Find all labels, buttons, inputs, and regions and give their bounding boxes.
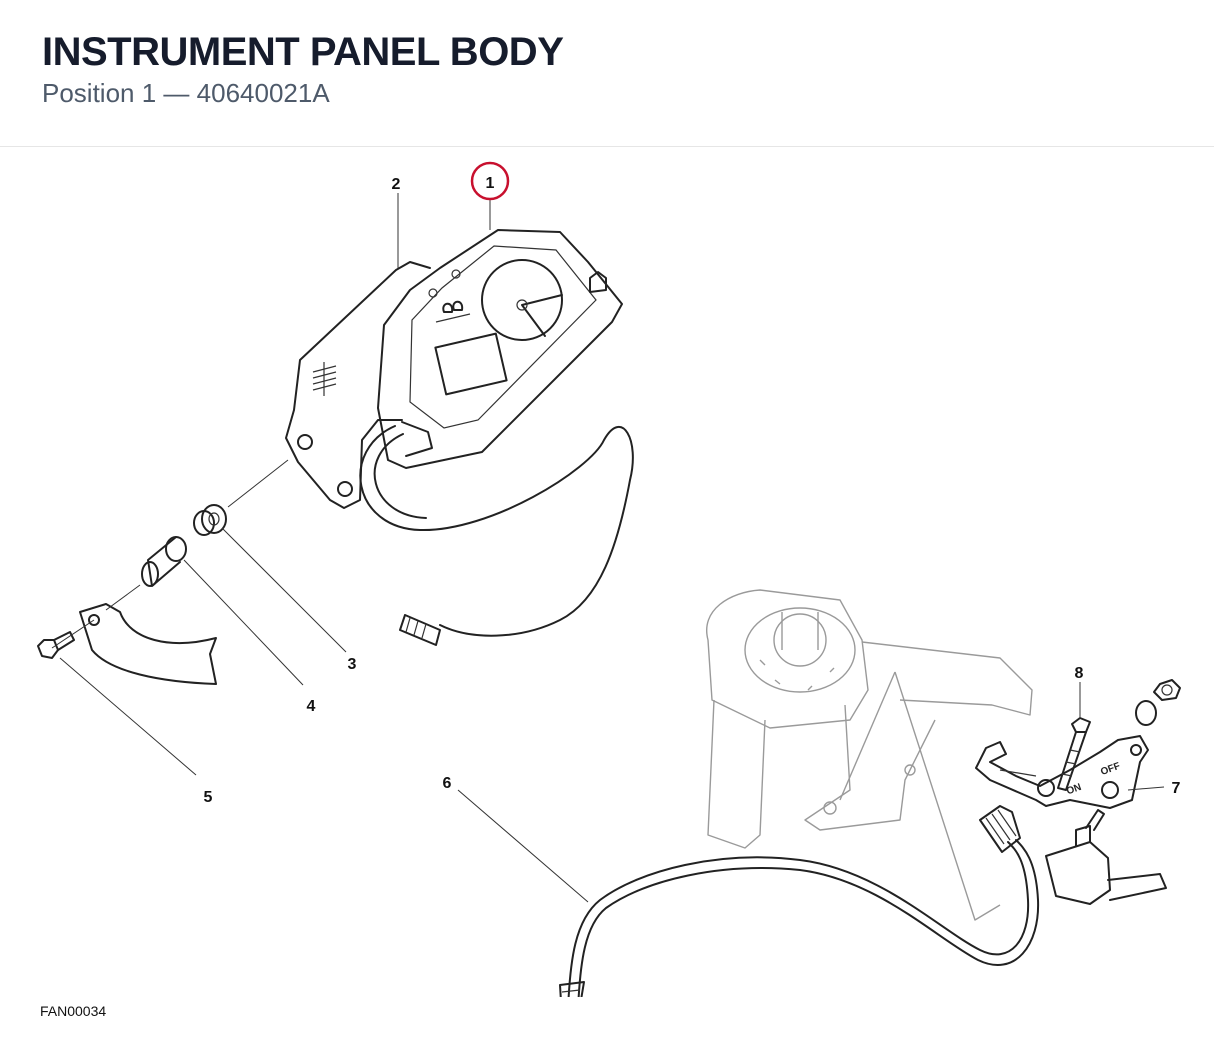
- switch-plate: ON OFF: [975, 735, 1149, 809]
- callout-5[interactable]: 5: [204, 789, 213, 806]
- instrument-panel-body: [377, 229, 623, 469]
- mounting-plate: [79, 603, 217, 685]
- toggle-switch: [1045, 809, 1167, 905]
- switch-on-label: ON: [1065, 782, 1083, 797]
- callout-2[interactable]: 2: [392, 176, 401, 193]
- background-assembly: [706, 589, 1033, 921]
- mounting-bracket: [285, 261, 431, 509]
- callout-4[interactable]: 4: [307, 698, 316, 715]
- subtitle-separator: —: [163, 78, 190, 108]
- callout-7[interactable]: 7: [1172, 780, 1181, 797]
- cable-6: [559, 805, 1040, 997]
- bolt: [37, 631, 75, 659]
- callout-6[interactable]: 6: [443, 775, 452, 792]
- position-label: Position 1: [42, 78, 157, 108]
- part-number: 40640021A: [196, 78, 330, 108]
- exploded-parts-diagram: ON OFF 1 2 3 4 5 6 7 8: [37, 161, 1181, 997]
- callout-1-ring: [470, 161, 510, 201]
- callout-8[interactable]: 8: [1075, 665, 1084, 682]
- fasteners-left: [37, 504, 227, 685]
- figure-code: FAN00034: [40, 1003, 107, 1019]
- callout-3[interactable]: 3: [348, 656, 357, 673]
- page-title: INSTRUMENT PANEL BODY: [42, 30, 564, 74]
- leader-lines: [51, 193, 1165, 903]
- callouts: 1 2 3 4 5 6 7 8: [204, 161, 1181, 806]
- switch-off-label: OFF: [1099, 761, 1122, 778]
- header: INSTRUMENT PANEL BODY Position 1 — 40640…: [0, 0, 1214, 147]
- panel-cable: [359, 425, 634, 646]
- washer-and-nut: [1135, 679, 1181, 726]
- grommet: [193, 504, 227, 536]
- screw: [1057, 717, 1091, 791]
- callout-1[interactable]: 1: [486, 175, 495, 192]
- page-subtitle: Position 1 — 40640021A: [42, 78, 330, 109]
- spacer: [141, 536, 187, 587]
